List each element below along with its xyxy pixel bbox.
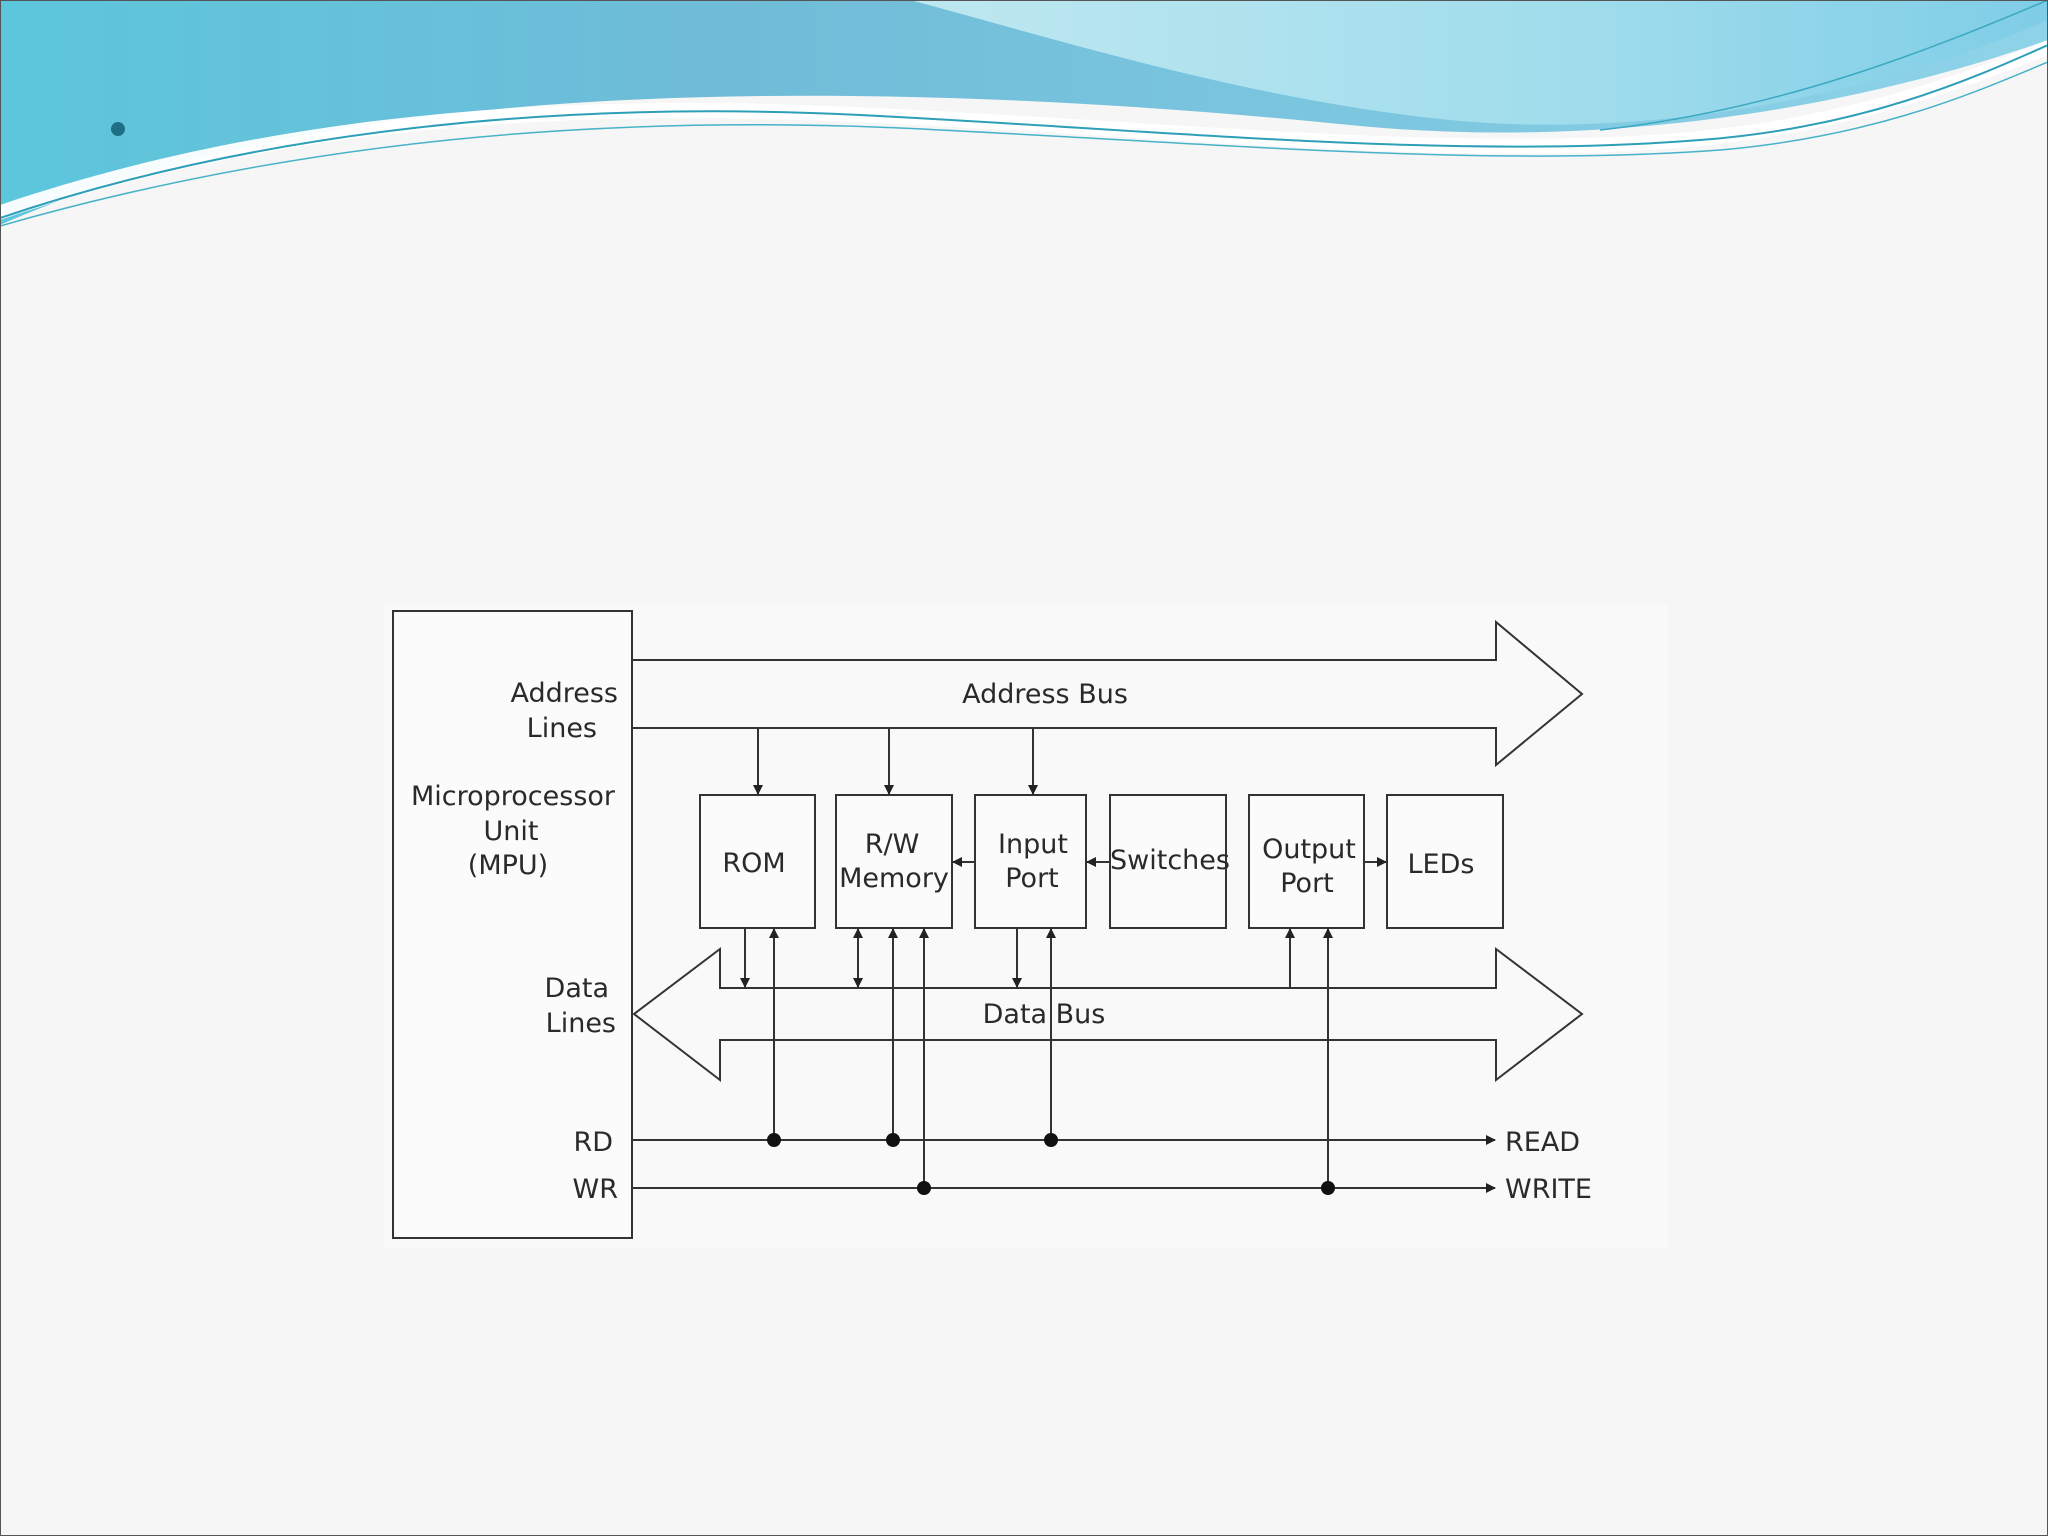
output-port-box: [1248, 794, 1365, 929]
switches-label: Switches: [1110, 845, 1230, 876]
mpu-name-line3: (MPU): [468, 850, 548, 881]
rw-memory-label-line1: R/W: [865, 829, 920, 860]
rw-memory-label-line2: Memory: [839, 863, 949, 894]
leds-label: LEDs: [1408, 849, 1475, 880]
data-bus-label: Data Bus: [983, 999, 1106, 1030]
address-lines-label-line2: Lines: [527, 713, 597, 744]
output-port-label-line2: Port: [1280, 868, 1334, 899]
write-label: WRITE: [1505, 1174, 1592, 1205]
wr-junction-rw-memory: [917, 1181, 931, 1195]
wr-label: WR: [573, 1174, 618, 1205]
leds-box: [1386, 794, 1504, 929]
input-port-label-line1: Input: [998, 829, 1068, 860]
input-port-box: [974, 794, 1087, 929]
wr-junction-output-port: [1321, 1181, 1335, 1195]
data-lines-label-line1: Data: [545, 973, 609, 1004]
mpu-name-line2: Unit: [484, 816, 539, 847]
address-bus-arrow: [632, 619, 1584, 768]
rd-label: RD: [573, 1127, 613, 1158]
rd-junction-rw-memory: [886, 1133, 900, 1147]
switches-box: [1109, 794, 1227, 929]
address-bus-label: Address Bus: [962, 679, 1128, 710]
rw-memory-box: [835, 794, 953, 929]
bullet-icon: [111, 122, 125, 136]
rom-box: [699, 794, 816, 929]
rd-junction-rom: [767, 1133, 781, 1147]
rd-junction-input-port: [1044, 1133, 1058, 1147]
header-wave-decoration: [0, 0, 2048, 227]
read-label: READ: [1505, 1127, 1580, 1158]
output-port-label-line1: Output: [1262, 834, 1356, 865]
data-bus-arrow: [632, 946, 1584, 1083]
mpu-box: [392, 610, 633, 1239]
data-lines-label-line2: Lines: [546, 1008, 616, 1039]
address-lines-label-line1: Address: [510, 678, 618, 709]
input-port-label-line2: Port: [1005, 863, 1059, 894]
rom-label: ROM: [722, 848, 785, 879]
mpu-name-line1: Microprocessor: [411, 781, 616, 812]
